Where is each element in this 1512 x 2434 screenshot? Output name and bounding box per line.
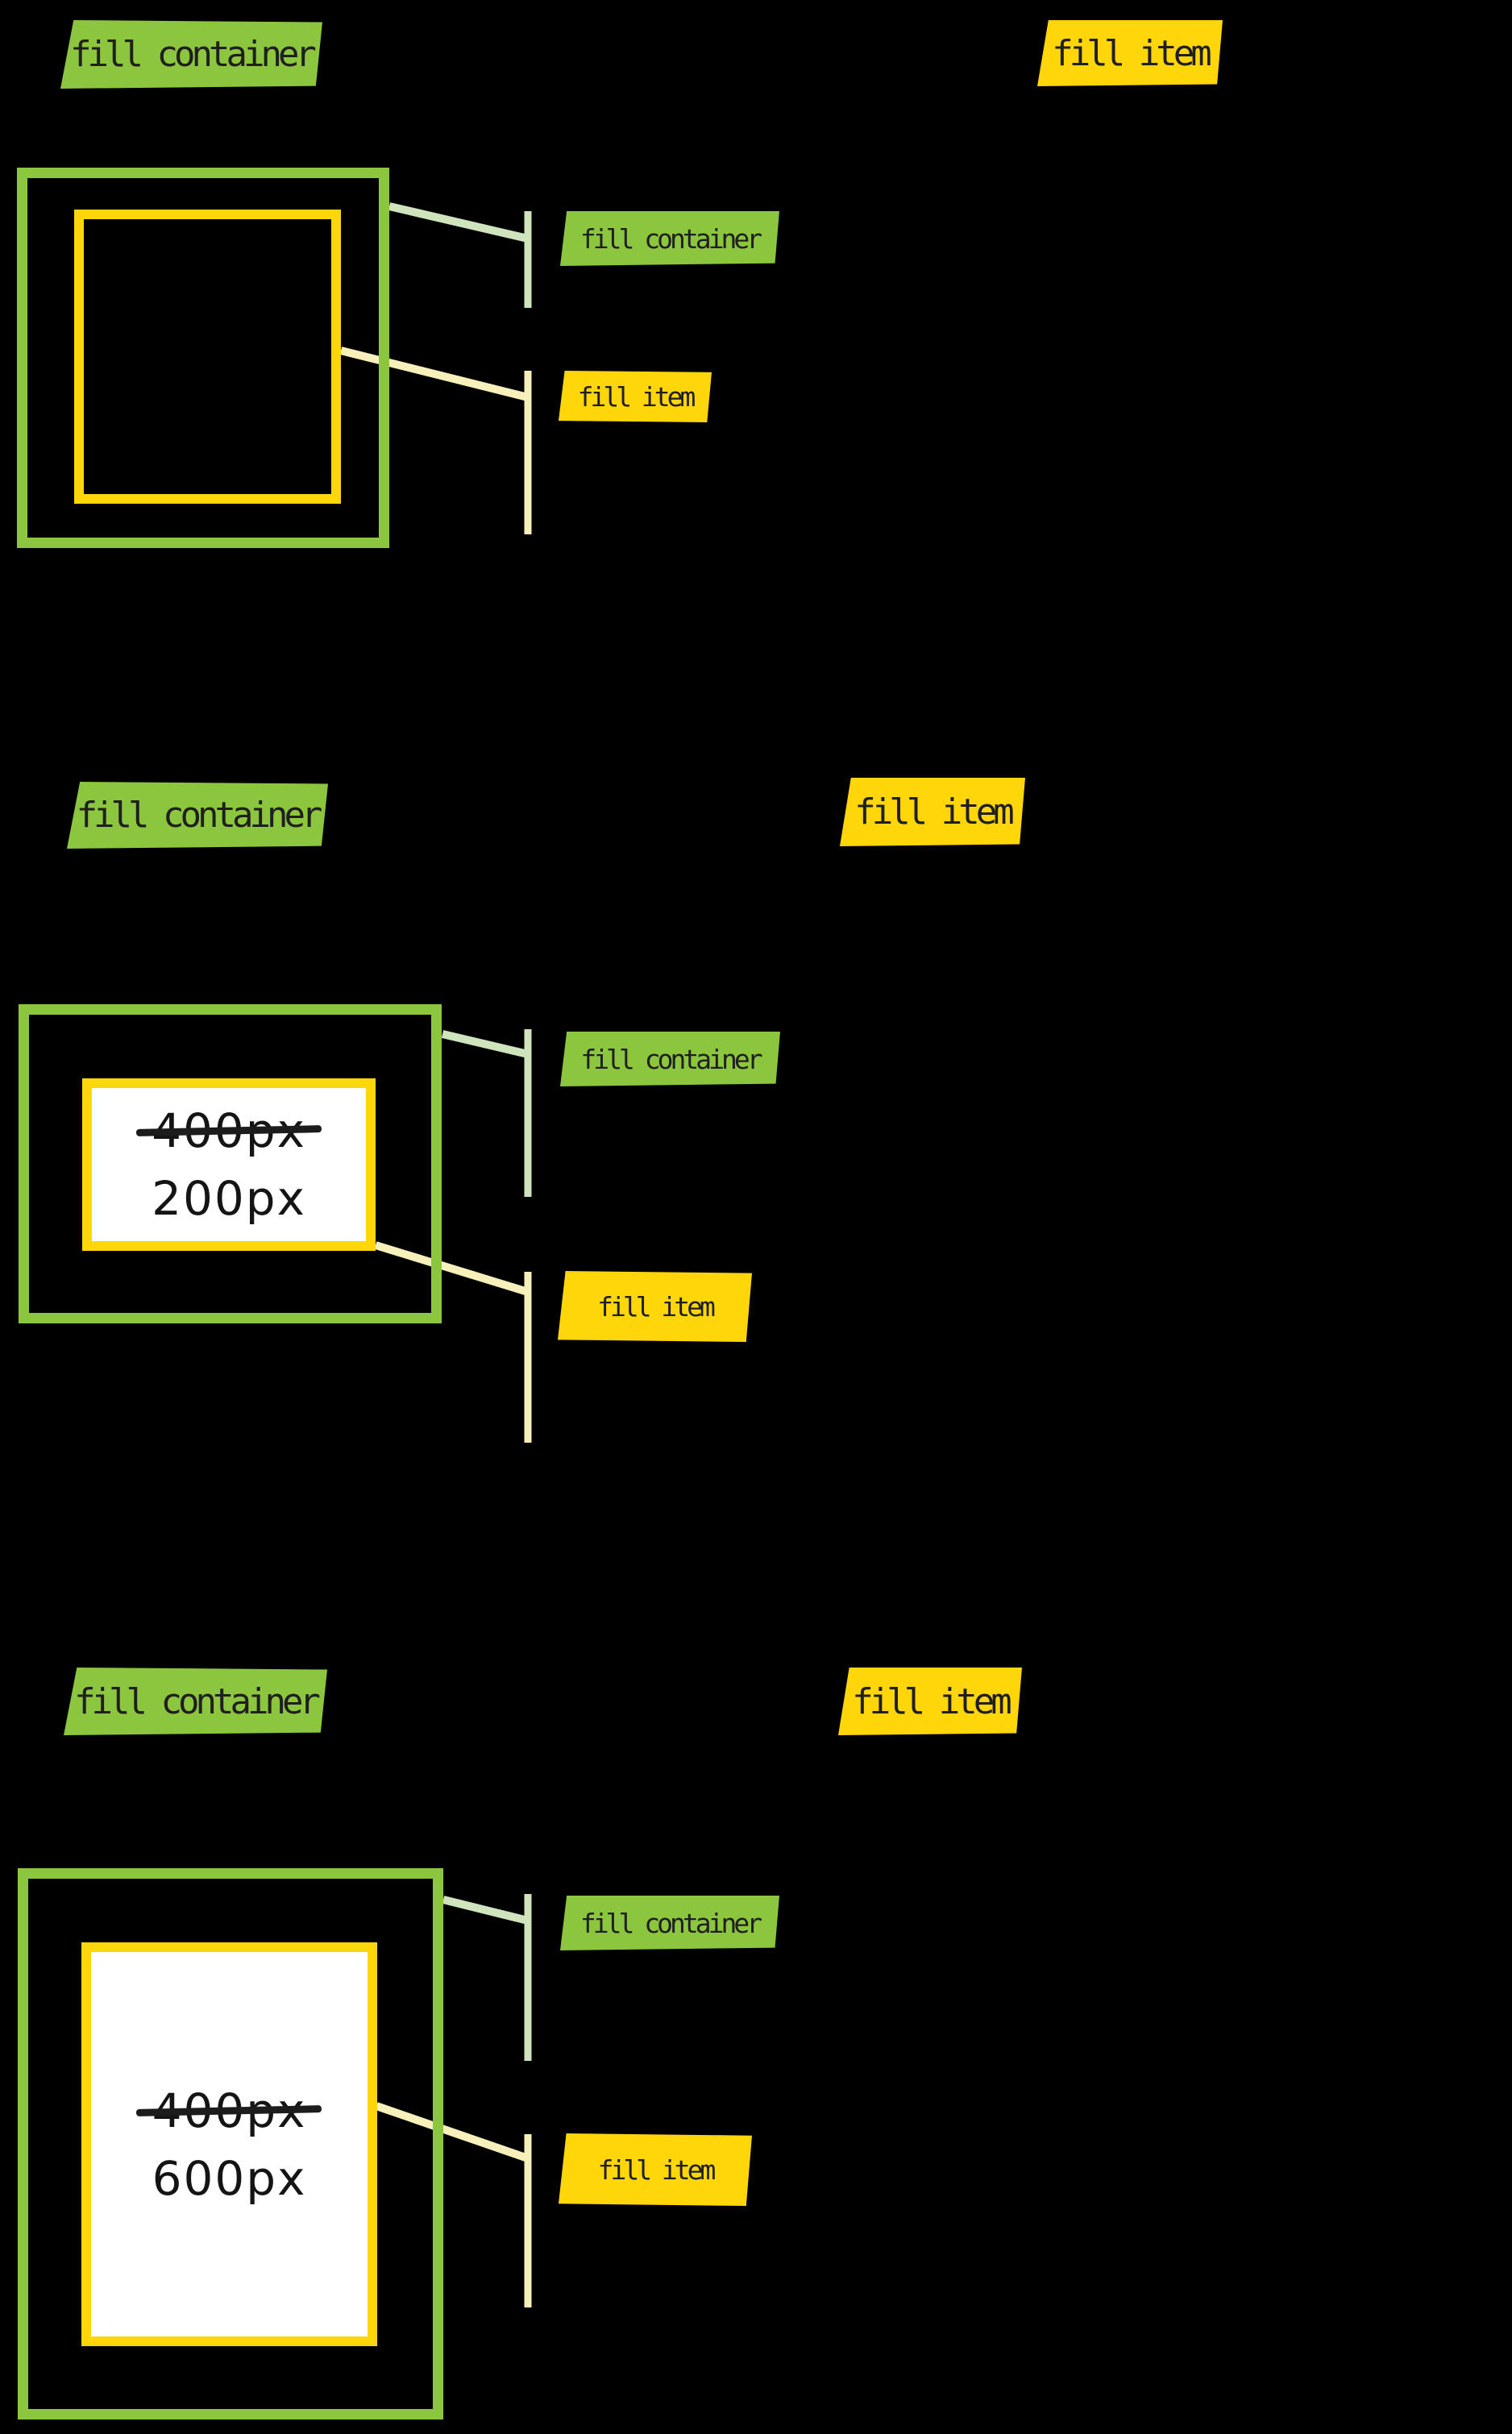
heading-fill-item-2-label: fill item — [854, 791, 1014, 833]
heading-fill-container-1-label: fill container — [70, 34, 317, 75]
size-crossed-3: 400px — [136, 2077, 322, 2145]
callout-line-container-1 — [388, 202, 530, 243]
size-actual-2-label: 200px — [152, 1171, 306, 1226]
heading-fill-item-3-label: fill item — [852, 1680, 1011, 1722]
size-actual-3: 600px — [152, 2145, 307, 2212]
callout-fill-item-1-label: fill item — [577, 380, 696, 413]
heading-fill-container-3-label: fill container — [74, 1680, 321, 1722]
callout-fill-item-1: fill item — [559, 371, 712, 422]
heading-fill-item-3: fill item — [838, 1668, 1022, 1735]
heading-fill-container-1: fill container — [60, 20, 322, 89]
heading-fill-container-2-label: fill container — [76, 795, 323, 836]
callout-line-container-3 — [442, 1896, 530, 1925]
item-box-1 — [74, 210, 341, 504]
size-actual-2: 200px — [152, 1165, 306, 1232]
callout-fill-container-2-label: fill container — [580, 1043, 762, 1075]
callout-line-container-2 — [441, 1030, 530, 1058]
size-crossed-2: 400px — [135, 1097, 322, 1165]
callout-fill-container-3-label: fill container — [579, 1907, 762, 1939]
size-actual-3-label: 600px — [152, 2150, 307, 2206]
callout-fill-container-1: fill container — [560, 211, 779, 266]
heading-fill-item-1-label: fill item — [1052, 32, 1211, 74]
callout-fill-container-1-label: fill container — [579, 222, 762, 255]
container-box-2 — [19, 1004, 442, 1323]
callout-fill-item-3-label: fill item — [597, 2154, 717, 2186]
container-box-3 — [18, 1868, 443, 2419]
item-box-2: 400px 200px — [82, 1078, 376, 1251]
callout-fill-item-2-label: fill item — [597, 1290, 716, 1323]
heading-fill-container-3: fill container — [64, 1668, 327, 1735]
callout-fill-container-2: fill container — [560, 1032, 780, 1086]
heading-fill-item-1: fill item — [1037, 20, 1223, 86]
callout-fill-item-2: fill item — [558, 1271, 752, 1342]
container-box-1 — [17, 168, 389, 548]
callout-fill-item-3: fill item — [559, 2133, 752, 2206]
heading-fill-container-2: fill container — [67, 782, 328, 849]
heading-fill-item-2: fill item — [840, 778, 1025, 846]
item-box-3: 400px 600px — [81, 1942, 377, 2346]
callout-fill-container-3: fill container — [560, 1896, 779, 1950]
